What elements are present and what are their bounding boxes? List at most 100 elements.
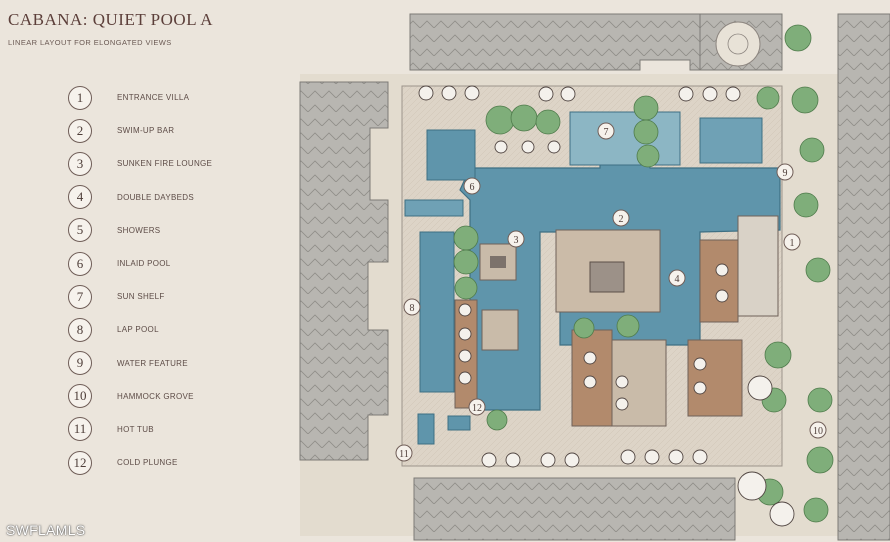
legend-label: SHOWERS	[117, 225, 161, 235]
roundabout-top-inner	[727, 33, 749, 55]
legend-label: ENTRANCE VILLA	[117, 93, 190, 103]
map-marker-6: 6	[463, 177, 481, 195]
legend-item-hammock-grove: 10 HAMMOCK GROVE	[68, 380, 268, 413]
umbrella	[615, 397, 629, 411]
legend-number: 2	[68, 118, 92, 143]
legend-label: WATER FEATURE	[117, 358, 188, 368]
page-subtitle: LINEAR LAYOUT FOR ELONGATED VIEWS	[8, 38, 172, 47]
tree	[510, 104, 538, 132]
umbrella	[678, 86, 694, 102]
legend-number: 5	[68, 218, 92, 243]
tree	[633, 95, 659, 121]
lounge-lower	[481, 309, 519, 351]
map-marker-3: 3	[507, 230, 525, 248]
swim-up-bar-counter	[589, 261, 625, 293]
left-building	[299, 81, 389, 461]
umbrella	[481, 452, 497, 468]
marker-label: 4	[675, 274, 680, 285]
map-marker-4: 4	[668, 269, 686, 287]
umbrella	[644, 449, 660, 465]
tree	[805, 257, 831, 283]
legend-number: 4	[68, 185, 92, 210]
map-marker-11: 11	[395, 444, 413, 462]
umbrella	[583, 351, 597, 365]
map-marker-8: 8	[403, 298, 421, 316]
umbrella	[560, 86, 576, 102]
legend-label: INLAID POOL	[117, 259, 171, 269]
umbrella	[494, 140, 508, 154]
site-plan-map: 1 2 3 4 6 7 8 9 10 11 12	[299, 13, 890, 541]
umbrella	[458, 327, 472, 341]
legend-number: 8	[68, 317, 92, 342]
tree	[616, 314, 640, 338]
legend-number: 7	[68, 284, 92, 309]
legend-item-water-feature: 9 WATER FEATURE	[68, 347, 268, 380]
legend-number: 1	[68, 85, 92, 110]
legend-item-cold-plunge: 12 COLD PLUNGE	[68, 446, 268, 479]
umbrella-row-top	[418, 85, 741, 154]
umbrella	[620, 449, 636, 465]
legend-item-sunken-fire-lounge: 3 SUNKEN FIRE LOUNGE	[68, 147, 268, 180]
umbrella	[458, 349, 472, 363]
marker-label: 3	[514, 235, 519, 246]
legend-item-double-daybeds: 4 DOUBLE DAYBEDS	[68, 181, 268, 214]
bottom-building	[413, 477, 736, 541]
umbrella	[725, 86, 741, 102]
umbrella	[458, 371, 472, 385]
top-building	[409, 13, 721, 71]
map-marker-1: 1	[783, 233, 801, 251]
umbrella	[693, 381, 707, 395]
map-marker-2: 2	[612, 209, 630, 227]
umbrella	[702, 86, 718, 102]
umbrella	[441, 85, 457, 101]
umbrella	[615, 375, 629, 389]
legend-label: HAMMOCK GROVE	[117, 391, 194, 401]
legend-item-swim-up-bar: 2 SWIM-UP BAR	[68, 114, 268, 147]
marker-label: 8	[410, 303, 415, 314]
tree	[454, 276, 478, 300]
umbrella	[538, 86, 554, 102]
page-title: CABANA: QUIET POOL A	[8, 10, 214, 29]
inlaid-pool	[426, 129, 476, 181]
marker-label: 10	[813, 426, 823, 437]
legend-label: LAP POOL	[117, 325, 159, 335]
tree	[806, 446, 834, 474]
hammock-circle	[769, 501, 795, 527]
legend-number: 10	[68, 384, 92, 409]
legend-item-inlaid-pool: 6 INLAID POOL	[68, 247, 268, 280]
entrance-villa-pergola	[737, 215, 779, 317]
umbrella	[547, 140, 561, 154]
umbrella	[715, 289, 729, 303]
legend-number: 6	[68, 251, 92, 276]
legend-label: COLD PLUNGE	[117, 458, 178, 468]
hammock-grove-circles	[737, 375, 795, 527]
map-marker-7: 7	[597, 122, 615, 140]
umbrella	[564, 452, 580, 468]
sun-shelf	[569, 111, 681, 166]
legend-number: 12	[68, 450, 92, 475]
umbrella	[692, 449, 708, 465]
legend-label: SWIM-UP BAR	[117, 126, 175, 136]
roundabout-top	[715, 21, 761, 67]
tree	[535, 109, 561, 135]
umbrella	[540, 452, 556, 468]
tree	[486, 409, 508, 431]
tree	[793, 192, 819, 218]
cabana-row-3	[687, 339, 743, 417]
tree-cluster	[453, 24, 834, 523]
tree	[764, 341, 792, 369]
tree	[791, 86, 819, 114]
legend: 1 ENTRANCE VILLA 2 SWIM-UP BAR 3 SUNKEN …	[68, 81, 268, 479]
lap-pool	[419, 231, 455, 393]
watermark: SWFLAMLS	[6, 522, 86, 538]
marker-label: 9	[783, 168, 788, 179]
marker-label: 7	[604, 127, 609, 138]
map-marker-9: 9	[776, 163, 794, 181]
marker-label: 1	[790, 238, 795, 249]
tree	[453, 225, 479, 251]
legend-item-showers: 5 SHOWERS	[68, 214, 268, 247]
tree	[633, 119, 659, 145]
umbrella-row-bottom	[458, 263, 729, 468]
tree	[799, 137, 825, 163]
marker-label: 2	[619, 214, 624, 225]
